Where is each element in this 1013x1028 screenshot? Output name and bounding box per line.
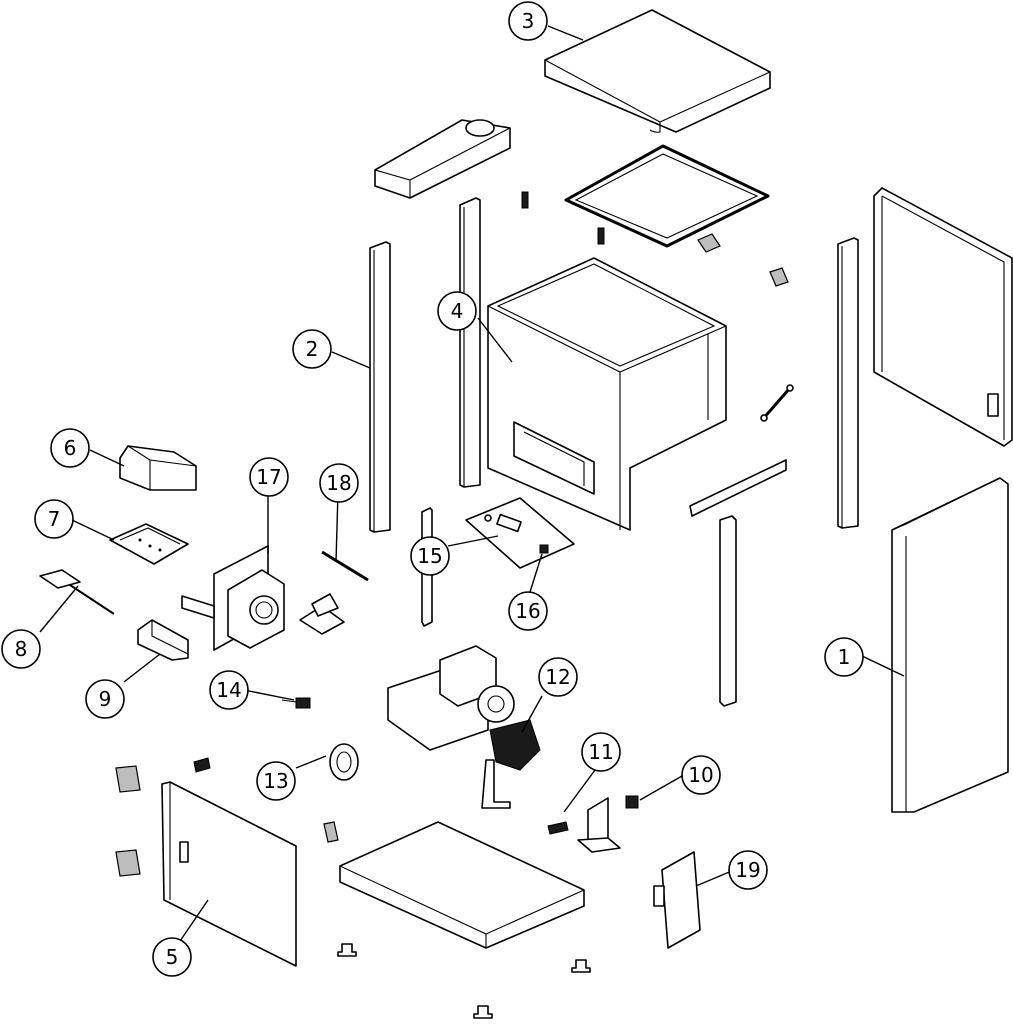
callout-number: 11 xyxy=(588,740,613,764)
part-control-panel xyxy=(465,497,575,569)
callout-6: 6 xyxy=(50,428,90,468)
part-hinges xyxy=(115,757,339,877)
callout-number: 9 xyxy=(99,687,112,711)
callout-10: 10 xyxy=(681,755,721,795)
callout-circle xyxy=(728,850,768,890)
callout-17: 17 xyxy=(249,457,289,497)
callout-circle xyxy=(152,937,192,977)
part-base-plate xyxy=(339,821,585,949)
part-top-frame xyxy=(564,144,770,248)
part-small-clips xyxy=(521,191,794,422)
part-vertical-bracket xyxy=(719,515,737,707)
part-left-post xyxy=(369,241,391,533)
callout-number: 19 xyxy=(735,858,760,882)
callout-12: 12 xyxy=(538,657,578,697)
callout-circle xyxy=(538,657,578,697)
callout-circle xyxy=(256,761,296,801)
callout-number: 15 xyxy=(417,544,442,568)
callout-8: 8 xyxy=(1,629,41,669)
callout-number: 12 xyxy=(545,665,570,689)
callout-7: 7 xyxy=(34,499,74,539)
part-hopper-box xyxy=(487,257,727,531)
callout-circle xyxy=(292,329,332,369)
callout-9: 9 xyxy=(85,679,125,719)
part-rake xyxy=(39,569,115,615)
part-auger-motor xyxy=(387,645,541,809)
callout-number: 18 xyxy=(326,471,351,495)
part-burner-cover xyxy=(119,445,197,491)
part-back-panel xyxy=(873,187,1013,447)
part-circuit-board xyxy=(653,851,701,949)
callout-circle xyxy=(410,536,450,576)
part-switch xyxy=(539,544,549,554)
callout-circle xyxy=(209,670,249,710)
callout-number: 17 xyxy=(256,465,281,489)
callout-18: 18 xyxy=(319,463,359,503)
part-side-panel xyxy=(891,477,1009,813)
leader-lines xyxy=(39,25,905,945)
callout-number: 7 xyxy=(48,507,61,531)
callout-4: 4 xyxy=(437,291,477,331)
callout-circle xyxy=(34,499,74,539)
part-sensor-rod xyxy=(321,550,369,582)
part-auger-cover xyxy=(374,119,511,199)
callout-number: 4 xyxy=(451,299,464,323)
callout-circle xyxy=(50,428,90,468)
callout-number: 8 xyxy=(15,637,28,661)
callout-circle xyxy=(508,591,548,631)
callout-circle xyxy=(249,457,289,497)
callout-circle xyxy=(319,463,359,503)
callout-2: 2 xyxy=(292,329,332,369)
part-front-door xyxy=(161,781,297,967)
part-igniter xyxy=(137,619,189,661)
part-limit-switch xyxy=(547,797,621,853)
callout-number: 6 xyxy=(64,436,77,460)
callout-3: 3 xyxy=(508,1,548,41)
callout-circle xyxy=(437,291,477,331)
part-feet xyxy=(337,943,591,1019)
callout-19: 19 xyxy=(728,850,768,890)
callout-circle xyxy=(1,629,41,669)
callout-number: 10 xyxy=(688,763,713,787)
part-fan-assembly xyxy=(181,545,285,651)
callout-number: 16 xyxy=(515,599,540,623)
part-burner-grate xyxy=(109,523,189,565)
callout-1: 1 xyxy=(824,637,864,677)
callout-circle xyxy=(824,637,864,677)
part-blower xyxy=(329,743,359,781)
callout-number: 14 xyxy=(216,678,241,702)
callout-circle xyxy=(85,679,125,719)
part-rail xyxy=(689,459,787,517)
part-motor-bracket xyxy=(299,593,345,635)
callout-circle xyxy=(581,732,621,772)
callout-5: 5 xyxy=(152,937,192,977)
part-front-post xyxy=(459,197,481,488)
callout-16: 16 xyxy=(508,591,548,631)
callout-number: 5 xyxy=(166,945,179,969)
callout-14: 14 xyxy=(209,670,249,710)
callout-13: 13 xyxy=(256,761,296,801)
part-fuse-holder xyxy=(625,795,639,809)
callout-circle xyxy=(681,755,721,795)
callout-number: 2 xyxy=(306,337,319,361)
callout-11: 11 xyxy=(581,732,621,772)
callout-number: 13 xyxy=(263,769,288,793)
callout-15: 15 xyxy=(410,536,450,576)
callout-circle xyxy=(508,1,548,41)
callout-number: 1 xyxy=(838,645,851,669)
part-pressure-switch xyxy=(281,697,311,709)
part-right-post xyxy=(837,237,859,529)
part-top-lid xyxy=(544,9,771,133)
callout-number: 3 xyxy=(522,9,535,33)
